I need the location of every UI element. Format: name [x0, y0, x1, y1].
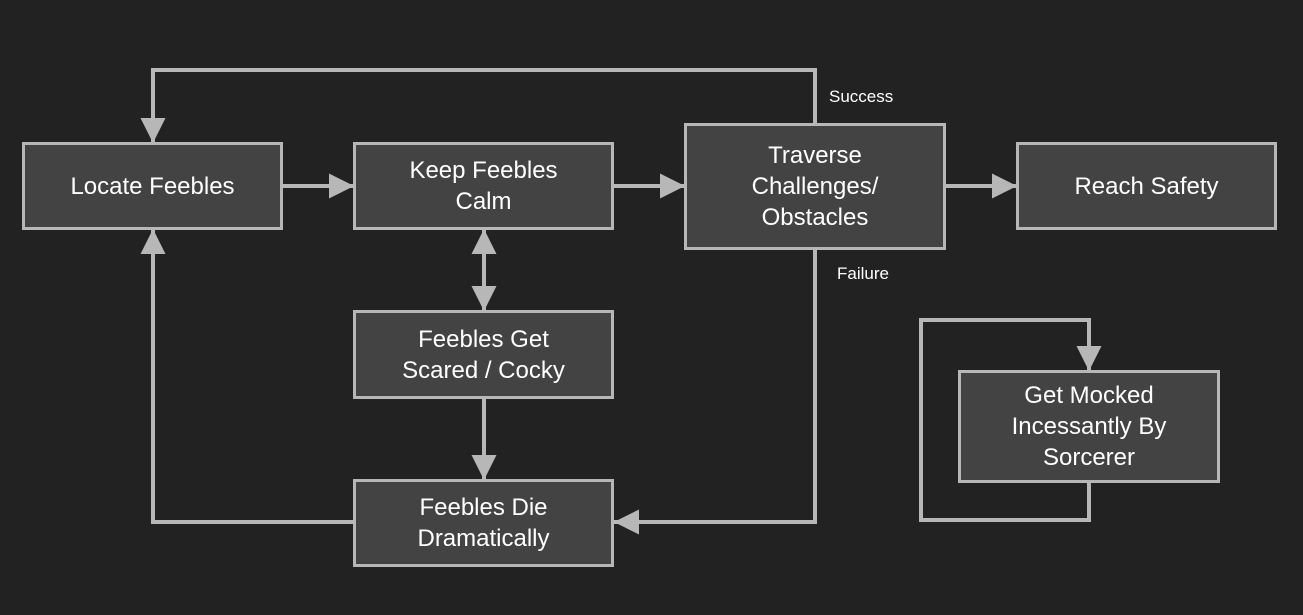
edge-failure-to-die — [614, 249, 817, 535]
node-traverse-line3: Obstacles — [761, 204, 869, 231]
edge-die-to-locate — [140, 229, 354, 524]
node-locate-feebles-label: Locate Feebles — [70, 172, 235, 200]
node-scared-line2: Scared / Cocky — [402, 356, 565, 384]
node-traverse-line1: Traverse — [768, 142, 862, 169]
node-feebles-get-scared: Feebles Get Scared / Cocky — [353, 310, 614, 399]
node-reach-safety-label: Reach Safety — [1074, 172, 1219, 200]
edge-mocked-self-loop — [919, 318, 1102, 522]
node-traverse-line2: Challenges/ — [751, 173, 879, 200]
node-mocked-line1: Get Mocked — [1024, 382, 1154, 409]
node-get-mocked: Get Mocked Incessantly By Sorcerer — [958, 370, 1220, 483]
node-locate-feebles: Locate Feebles — [22, 142, 283, 230]
node-traverse-challenges: Traverse Challenges/ Obstacles — [684, 123, 946, 250]
edge-label-failure: Failure — [837, 264, 889, 283]
node-mocked-line2: Incessantly By — [1011, 413, 1167, 440]
node-mocked-line3: Sorcerer — [1042, 444, 1135, 471]
node-die-line2: Dramatically — [417, 525, 550, 552]
node-die-line1: Feebles Die — [419, 494, 548, 521]
node-scared-line1: Feebles Get — [418, 325, 549, 353]
node-feebles-die: Feebles Die Dramatically — [353, 479, 614, 567]
node-keep-feebles-calm: Keep Feebles Calm — [353, 142, 614, 230]
node-keep-feebles-calm-line2: Calm — [455, 188, 512, 215]
node-reach-safety: Reach Safety — [1016, 142, 1277, 230]
edge-label-success: Success — [829, 87, 894, 106]
node-keep-feebles-calm-line1: Keep Feebles — [409, 157, 558, 184]
edge-success-loop — [140, 68, 817, 143]
